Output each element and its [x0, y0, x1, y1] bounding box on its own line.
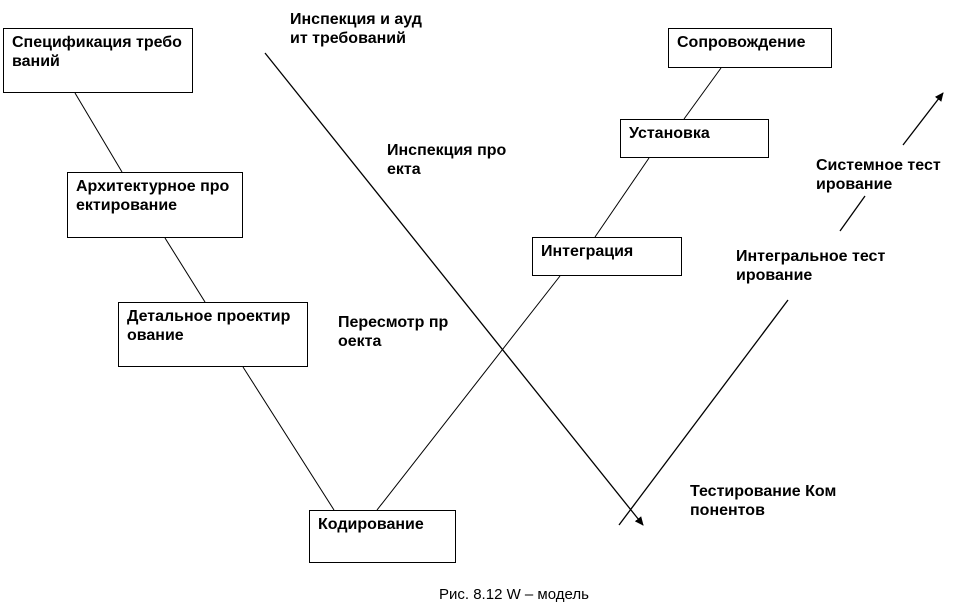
box-detailed-design-label: Детальное проектирование — [127, 308, 291, 344]
box-coding: Кодирование — [309, 510, 456, 563]
line-arch-to-detail — [164, 237, 206, 303]
label-project-inspection: Инспекция проекта — [387, 142, 507, 178]
label-system-testing: Системное тестирование — [816, 157, 941, 193]
box-detailed-design: Детальное проектирование — [118, 302, 308, 367]
box-integration: Интеграция — [532, 237, 682, 276]
box-maintenance: Сопровождение — [668, 28, 832, 68]
box-requirements-spec-label: Спецификация требований — [12, 34, 182, 70]
box-architectural-design-label: Архитектурное проектирование — [76, 178, 230, 214]
box-maintenance-label: Сопровождение — [677, 34, 806, 51]
figure-caption: Рис. 8.12 W – модель — [439, 586, 589, 603]
line-coding-to-integration — [376, 275, 561, 511]
box-architectural-design: Архитектурное проектирование — [67, 172, 243, 238]
line-install-to-support — [683, 67, 722, 120]
label-project-review: Пересмотр проекта — [338, 314, 449, 350]
testing-line-lower — [618, 299, 789, 526]
testing-line-middle — [839, 195, 866, 232]
line-spec-to-arch — [74, 92, 123, 173]
box-installation-label: Установка — [629, 125, 710, 142]
label-integration-testing: Интегральное тестирование — [736, 248, 886, 284]
testing-arrow-upper — [902, 92, 944, 146]
box-installation: Установка — [620, 119, 769, 158]
box-coding-label: Кодирование — [318, 516, 424, 533]
line-integration-to-install — [594, 157, 650, 238]
label-requirements-inspection: Инспекция и аудит требований — [290, 11, 422, 47]
box-integration-label: Интеграция — [541, 243, 634, 260]
label-component-testing: Тестирование Компонентов — [690, 483, 837, 519]
line-detail-to-coding — [242, 366, 335, 511]
box-requirements-spec: Спецификация требований — [3, 28, 193, 93]
inspection-arrow — [264, 52, 644, 526]
